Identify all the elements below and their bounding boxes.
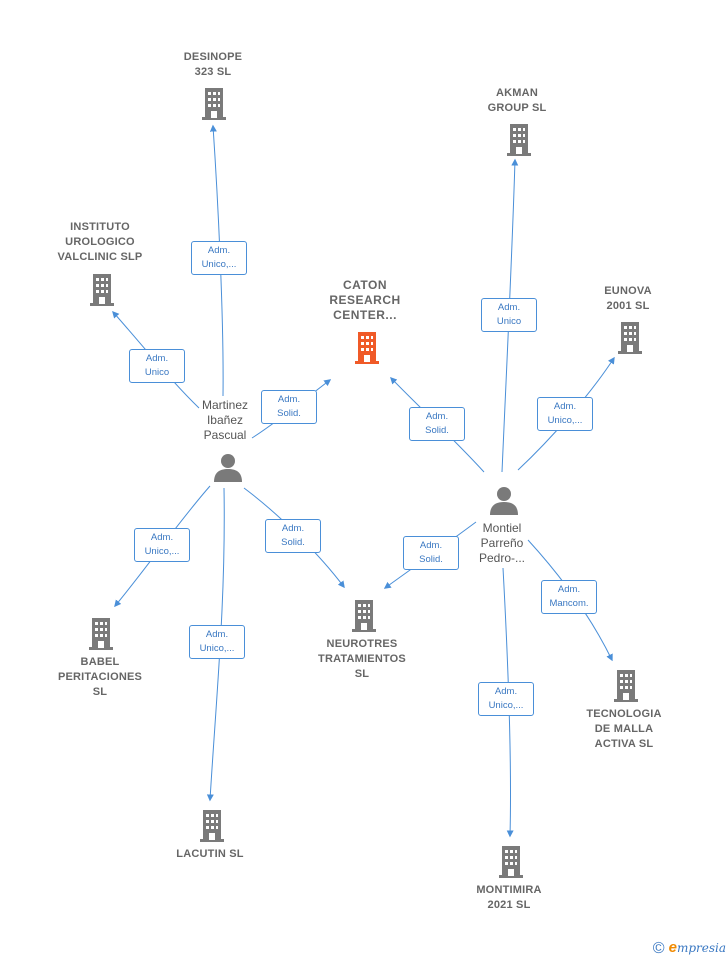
relation-label-martinez-lacutin[interactable]: Adm. Unico,... [189,625,245,659]
building-icon[interactable] [85,616,117,650]
company-label-eunova: EUNOVA 2001 SL [604,285,652,312]
footer-brand: ©empresia [653,939,726,958]
relation-label-montiel-akman[interactable]: Adm. Unico [481,298,537,332]
company-label-lacutin: LACUTIN SL [176,848,244,860]
copyright-symbol: © [652,940,665,957]
brand-logo-e: e [668,939,677,956]
company-label-neurotres: NEUROTRES TRATAMIENTOS SL [318,638,406,680]
building-icon[interactable] [348,598,380,632]
relation-label-martinez-neurotres[interactable]: Adm. Solid. [265,519,321,553]
relation-label-montiel-neurotres[interactable]: Adm. Solid. [403,536,459,570]
person-icon[interactable] [212,452,244,482]
building-icon[interactable] [351,330,383,364]
building-icon[interactable] [614,320,646,354]
relation-label-martinez-babel[interactable]: Adm. Unico,... [134,528,190,562]
company-label-akman: AKMAN GROUP SL [487,87,547,114]
relation-label-martinez-caton[interactable]: Adm. Solid. [261,390,317,424]
company-label-caton: CATON RESEARCH CENTER... [329,278,401,322]
building-icon[interactable] [503,122,535,156]
company-label-tecnologia: TECNOLOGIA DE MALLA ACTIVA SL [586,708,662,750]
person-label-montiel: Montiel Parreño Pedro-... [478,521,526,565]
company-label-desinope: DESINOPE 323 SL [183,51,243,78]
building-icon[interactable] [495,844,527,878]
relation-label-montiel-tecnologia[interactable]: Adm. Mancom. [541,580,597,614]
relation-label-montiel-caton[interactable]: Adm. Solid. [409,407,465,441]
company-label-montimira: MONTIMIRA 2021 SL [476,884,542,911]
relation-label-montiel-eunova[interactable]: Adm. Unico,... [537,397,593,431]
building-icon[interactable] [610,668,642,702]
brand-logo-text: mpresia [676,941,726,955]
relation-label-martinez-instituto[interactable]: Adm. Unico [129,349,185,383]
company-label-babel: BABEL PERITACIONES SL [57,656,143,698]
person-label-martinez: Martinez Ibañez Pascual [201,398,249,442]
relation-label-montiel-montimira[interactable]: Adm. Unico,... [478,682,534,716]
relation-label-martinez-desinope[interactable]: Adm. Unico,... [191,241,247,275]
person-icon[interactable] [488,485,520,515]
company-label-instituto: INSTITUTO UROLOGICO VALCLINIC SLP [57,221,143,263]
building-icon[interactable] [86,272,118,306]
building-icon[interactable] [196,808,228,842]
building-icon[interactable] [198,86,230,120]
